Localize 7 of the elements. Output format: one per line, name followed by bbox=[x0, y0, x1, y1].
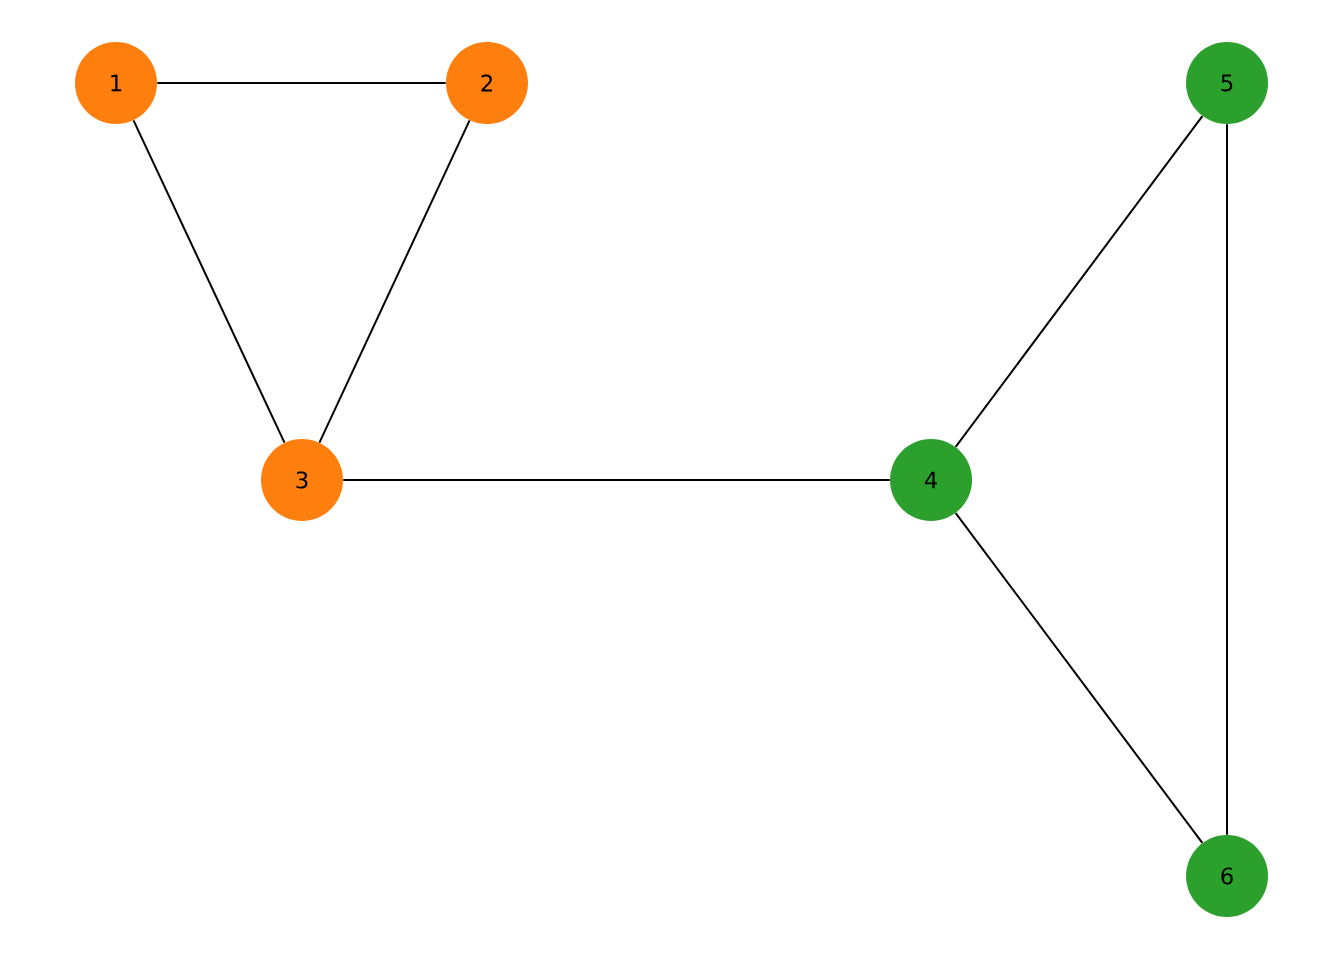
edge-line bbox=[954, 512, 1204, 844]
edge-line bbox=[156, 82, 447, 84]
edge-line bbox=[318, 119, 471, 444]
edge-line bbox=[1226, 123, 1228, 836]
edge-line bbox=[132, 119, 286, 444]
edge-line bbox=[954, 115, 1204, 448]
edge-line bbox=[342, 479, 891, 481]
